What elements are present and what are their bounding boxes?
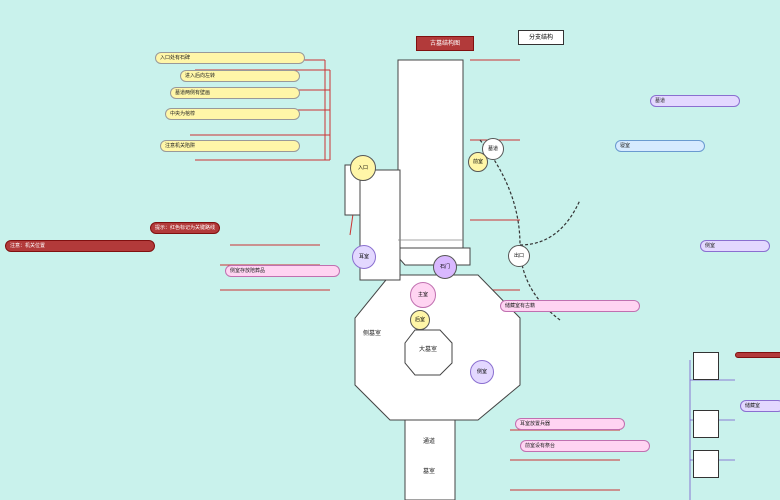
note-pink-4: 前室设有祭台 — [520, 440, 650, 452]
tree-red-label — [735, 352, 780, 358]
circle-rear-room: 后室 — [410, 310, 430, 330]
note-lav-1: 墓道 — [650, 95, 740, 107]
circle-passage: 墓道 — [482, 138, 504, 160]
note-blue-1: 寝室 — [615, 140, 705, 152]
note-lav-2: 侧室 — [700, 240, 770, 252]
circle-stone-gate: 石门 — [433, 255, 457, 279]
right-title: 分支结构 — [518, 30, 564, 45]
tree-node-3 — [693, 450, 719, 478]
note-pink-2: 储藏室有古籍 — [500, 300, 640, 312]
note-yellow-3: 墓道两侧有壁画 — [170, 87, 300, 99]
note-lav-3: 储藏室 — [740, 400, 780, 412]
bottom-label-2: 墓室 — [422, 468, 435, 475]
note-pink-1: 侧室存放陪葬品 — [225, 265, 340, 277]
circle-antechamber: 前室 — [468, 152, 488, 172]
tree-node-2 — [693, 410, 719, 438]
tree-node-1 — [693, 352, 719, 380]
bottom-label-1: 通道 — [422, 438, 435, 445]
circle-entrance: 入口 — [350, 155, 376, 181]
circle-ear-room: 耳室 — [352, 245, 376, 269]
note-pink-3: 耳室放置兵器 — [515, 418, 625, 430]
side-hall-label: 侧墓室 — [362, 330, 381, 337]
note-yellow-4: 中央为棺椁 — [165, 108, 300, 120]
main-hall-label: 大墓室 — [418, 346, 437, 353]
circle-side-room: 侧室 — [470, 360, 494, 384]
circle-main-room: 主室 — [410, 282, 436, 308]
top-title: 古墓结构图 — [416, 36, 474, 51]
note-yellow-1: 入口处有石碑 — [155, 52, 305, 64]
note-red-1: 提示：红色标记为关键路线 — [150, 222, 220, 234]
circle-exit: 出口 — [508, 245, 530, 267]
note-red-2: 注意：机关位置 — [5, 240, 155, 252]
note-yellow-2: 进入后向左转 — [180, 70, 300, 82]
note-yellow-5: 注意机关陷阱 — [160, 140, 300, 152]
